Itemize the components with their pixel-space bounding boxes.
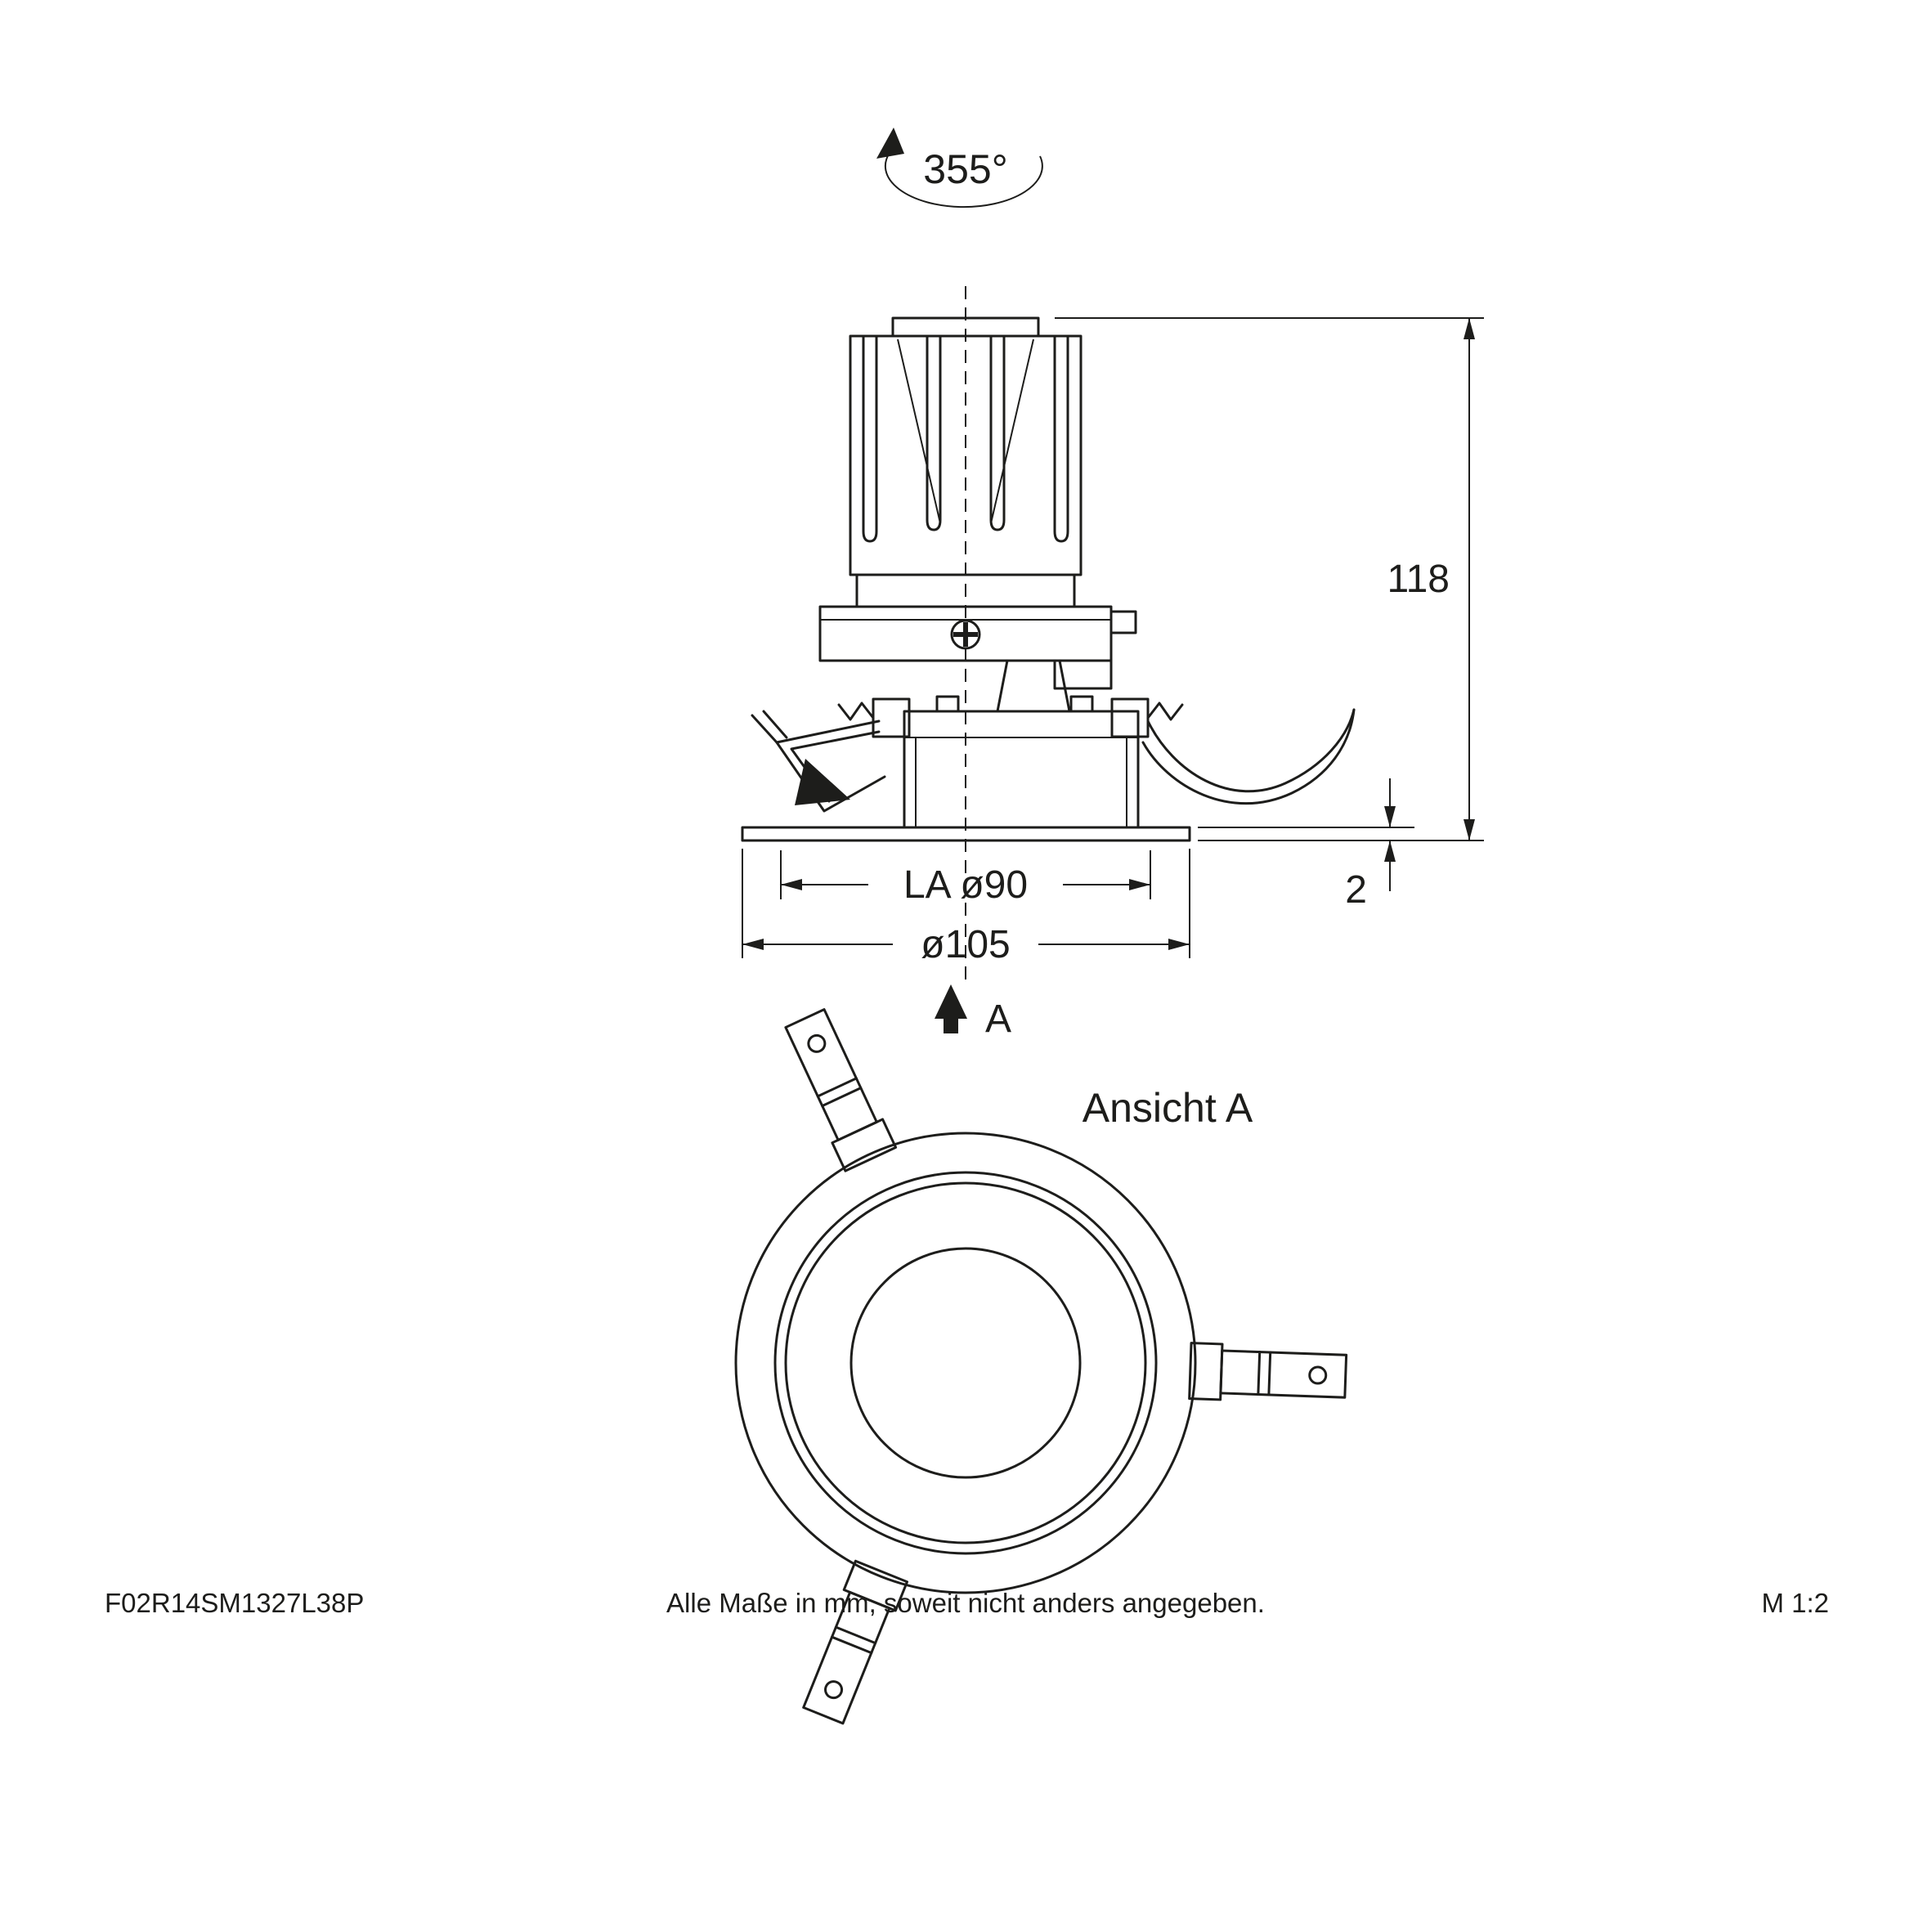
- bottom-view: [734, 1005, 1348, 1728]
- reflector-ring-inner: [784, 1181, 1147, 1544]
- spring-arm: [775, 719, 886, 813]
- dimension-total-height: 118: [1055, 317, 1484, 841]
- view-arrow-label: A: [985, 997, 1011, 1041]
- rotation-angle-label: 355°: [923, 146, 1007, 192]
- recessed-can: [903, 695, 1140, 829]
- fin-slot: [862, 334, 878, 543]
- dimension-outer-label: ø105: [921, 923, 1010, 966]
- arrowhead-icon: [1384, 806, 1396, 827]
- screw-icon: [950, 619, 981, 650]
- view-direction-arrow: A: [935, 984, 1011, 1041]
- fin-slot: [1053, 334, 1069, 543]
- spring-bracket: [1110, 697, 1150, 738]
- trim-flange: [741, 826, 1191, 842]
- gear-box: [818, 605, 1137, 662]
- bottom-view-title: Ansicht A: [1083, 1085, 1253, 1131]
- footer-note: Alle Maße in mm, soweit nicht anders ang…: [666, 1588, 1265, 1618]
- spring-arm-inner: [1141, 708, 1356, 805]
- view-arrow-stem: [944, 1019, 958, 1033]
- footer-article-code: F02R14SM1327L38P: [105, 1588, 364, 1618]
- spring-arm: [1146, 708, 1356, 793]
- inner-cone-line: [990, 338, 1034, 524]
- dimension-height-label: 118: [1387, 558, 1450, 601]
- trim-outer-circle: [734, 1132, 1197, 1594]
- left-spring-clip: [751, 697, 911, 813]
- dimension-flange-label: 2: [1345, 868, 1367, 912]
- can-lug: [935, 695, 960, 713]
- fin-slot: [926, 334, 942, 531]
- dimension-cutout: LA ø90: [780, 850, 1151, 907]
- right-step: [1053, 659, 1113, 690]
- fin-slot: [989, 334, 1006, 531]
- spring-shadow: [795, 759, 850, 805]
- side-view: [741, 286, 1356, 985]
- arrowhead-icon: [1168, 939, 1190, 950]
- arrowhead-icon: [1464, 318, 1475, 339]
- mount-tab-upper-left: [778, 1005, 898, 1172]
- can-outline: [903, 710, 1140, 829]
- dimension-flange-thickness: 2: [1198, 778, 1414, 912]
- inner-cone-line: [897, 338, 941, 524]
- arrowhead-icon: [742, 939, 764, 950]
- neck: [996, 659, 1071, 713]
- arrowhead-icon: [1384, 840, 1396, 862]
- mount-tab-lower-left: [796, 1559, 909, 1728]
- view-arrow-icon: [935, 984, 967, 1019]
- rotation-arc: [884, 152, 1043, 208]
- footer-scale: M 1:2: [1761, 1588, 1829, 1618]
- arrowhead-icon: [1129, 879, 1150, 890]
- footer: F02R14SM1327L38P Alle Maße in mm, soweit…: [105, 1588, 1829, 1618]
- rotation-arrowhead-icon: [876, 128, 904, 159]
- mount-tab-right: [1188, 1342, 1348, 1405]
- spring-tip: [751, 714, 778, 744]
- side-lug: [1109, 610, 1137, 634]
- arrowhead-icon: [1464, 819, 1475, 840]
- spring-coil: [1146, 702, 1184, 721]
- right-spring-clip: [1110, 697, 1356, 805]
- spring-tip: [762, 710, 788, 739]
- can-lug: [1069, 695, 1094, 713]
- lens-circle: [849, 1247, 1082, 1479]
- arrowhead-icon: [781, 879, 802, 890]
- dimension-cutout-label: LA ø90: [903, 863, 1028, 907]
- rotation-indicator: 355°: [876, 128, 1043, 208]
- reflector-ring-outer: [773, 1171, 1158, 1555]
- spring-coil: [837, 702, 875, 721]
- dimension-outer-diameter: ø105: [742, 849, 1190, 966]
